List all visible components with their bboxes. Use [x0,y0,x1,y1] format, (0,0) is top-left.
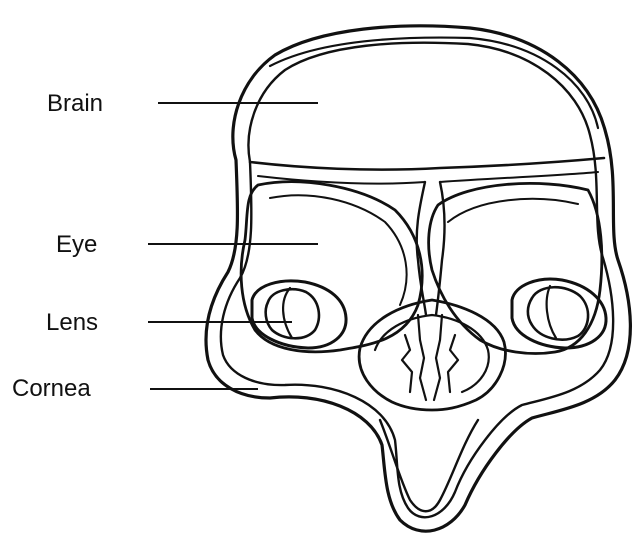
nasal-cavity-outer [359,300,505,410]
label-brain: Brain [47,92,103,116]
beak-inner [380,420,478,511]
outer-contour [206,26,630,531]
nasal-cavity-inner [375,315,489,392]
right-eyeball [512,279,606,348]
label-eye: Eye [56,233,97,257]
right-cornea-arc [547,286,556,338]
brain-case-floor-inner-right [440,172,598,182]
left-lens [266,289,319,338]
brain-case-floor [250,158,604,170]
right-orbit-inner [448,199,578,222]
brain-case-top [270,38,598,128]
right-lens [528,287,588,339]
left-cornea-arc [283,288,292,338]
label-cornea: Cornea [12,377,91,401]
nasal-septum [402,315,458,400]
label-lens: Lens [46,311,98,335]
